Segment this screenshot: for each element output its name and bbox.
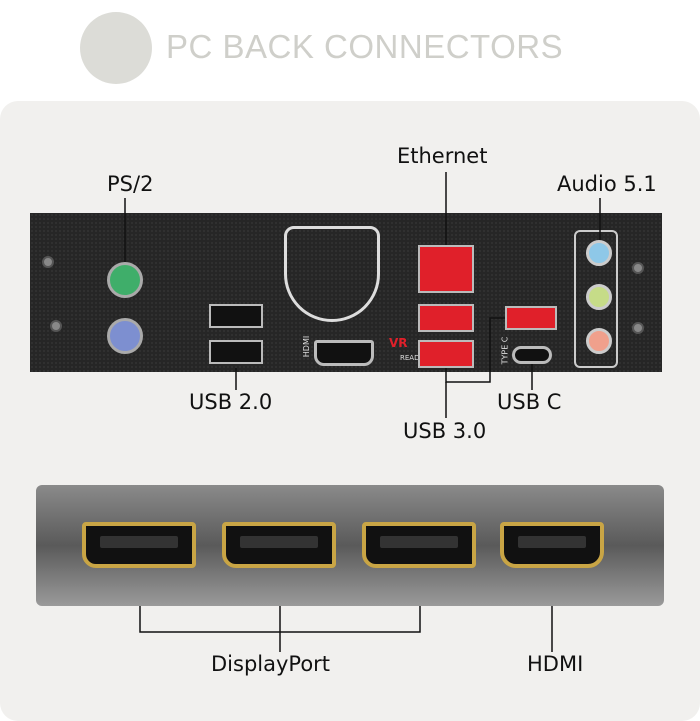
ps2-mouse-port [107,262,143,298]
screw-icon [50,320,62,332]
ready-text: READY [400,354,424,362]
dinosaur-logo [80,12,152,84]
label-ethernet: Ethernet [397,144,488,168]
usb3-port-top [418,304,474,332]
displayport-1 [82,522,196,568]
vr-text: VR [389,336,408,350]
card-background [0,101,700,721]
screw-icon [632,262,644,274]
ethernet-port [418,245,474,293]
usb3-port-right [505,306,557,330]
displayport-2 [222,522,336,568]
label-usb2: USB 2.0 [189,390,273,414]
label-usb3: USB 3.0 [403,419,487,443]
label-ps2: PS/2 [107,172,154,196]
usb3-line [445,317,505,383]
screw-icon [42,256,54,268]
label-usbc: USB C [497,390,562,414]
hdmi-port-panel [314,340,374,366]
usb-c-port [512,346,552,364]
displayport-3 [362,522,476,568]
audio-line-in-jack [586,240,612,266]
usb3-port-bottom [418,340,474,368]
label-displayport: DisplayPort [211,652,331,676]
msi-dragon-logo [284,226,380,322]
usb2-port-bottom [209,340,263,364]
ps2-keyboard-port [107,318,143,354]
audio-mic-jack [586,328,612,354]
label-audio: Audio 5.1 [557,172,657,196]
page-title: PC BACK CONNECTORS [166,28,564,65]
usb2-port-top [209,304,263,328]
hdmi-port [500,522,604,568]
label-hdmi: HDMI [527,652,584,676]
audio-line-out-jack [586,284,612,310]
screw-icon [632,322,644,334]
audio-bracket [574,230,618,368]
